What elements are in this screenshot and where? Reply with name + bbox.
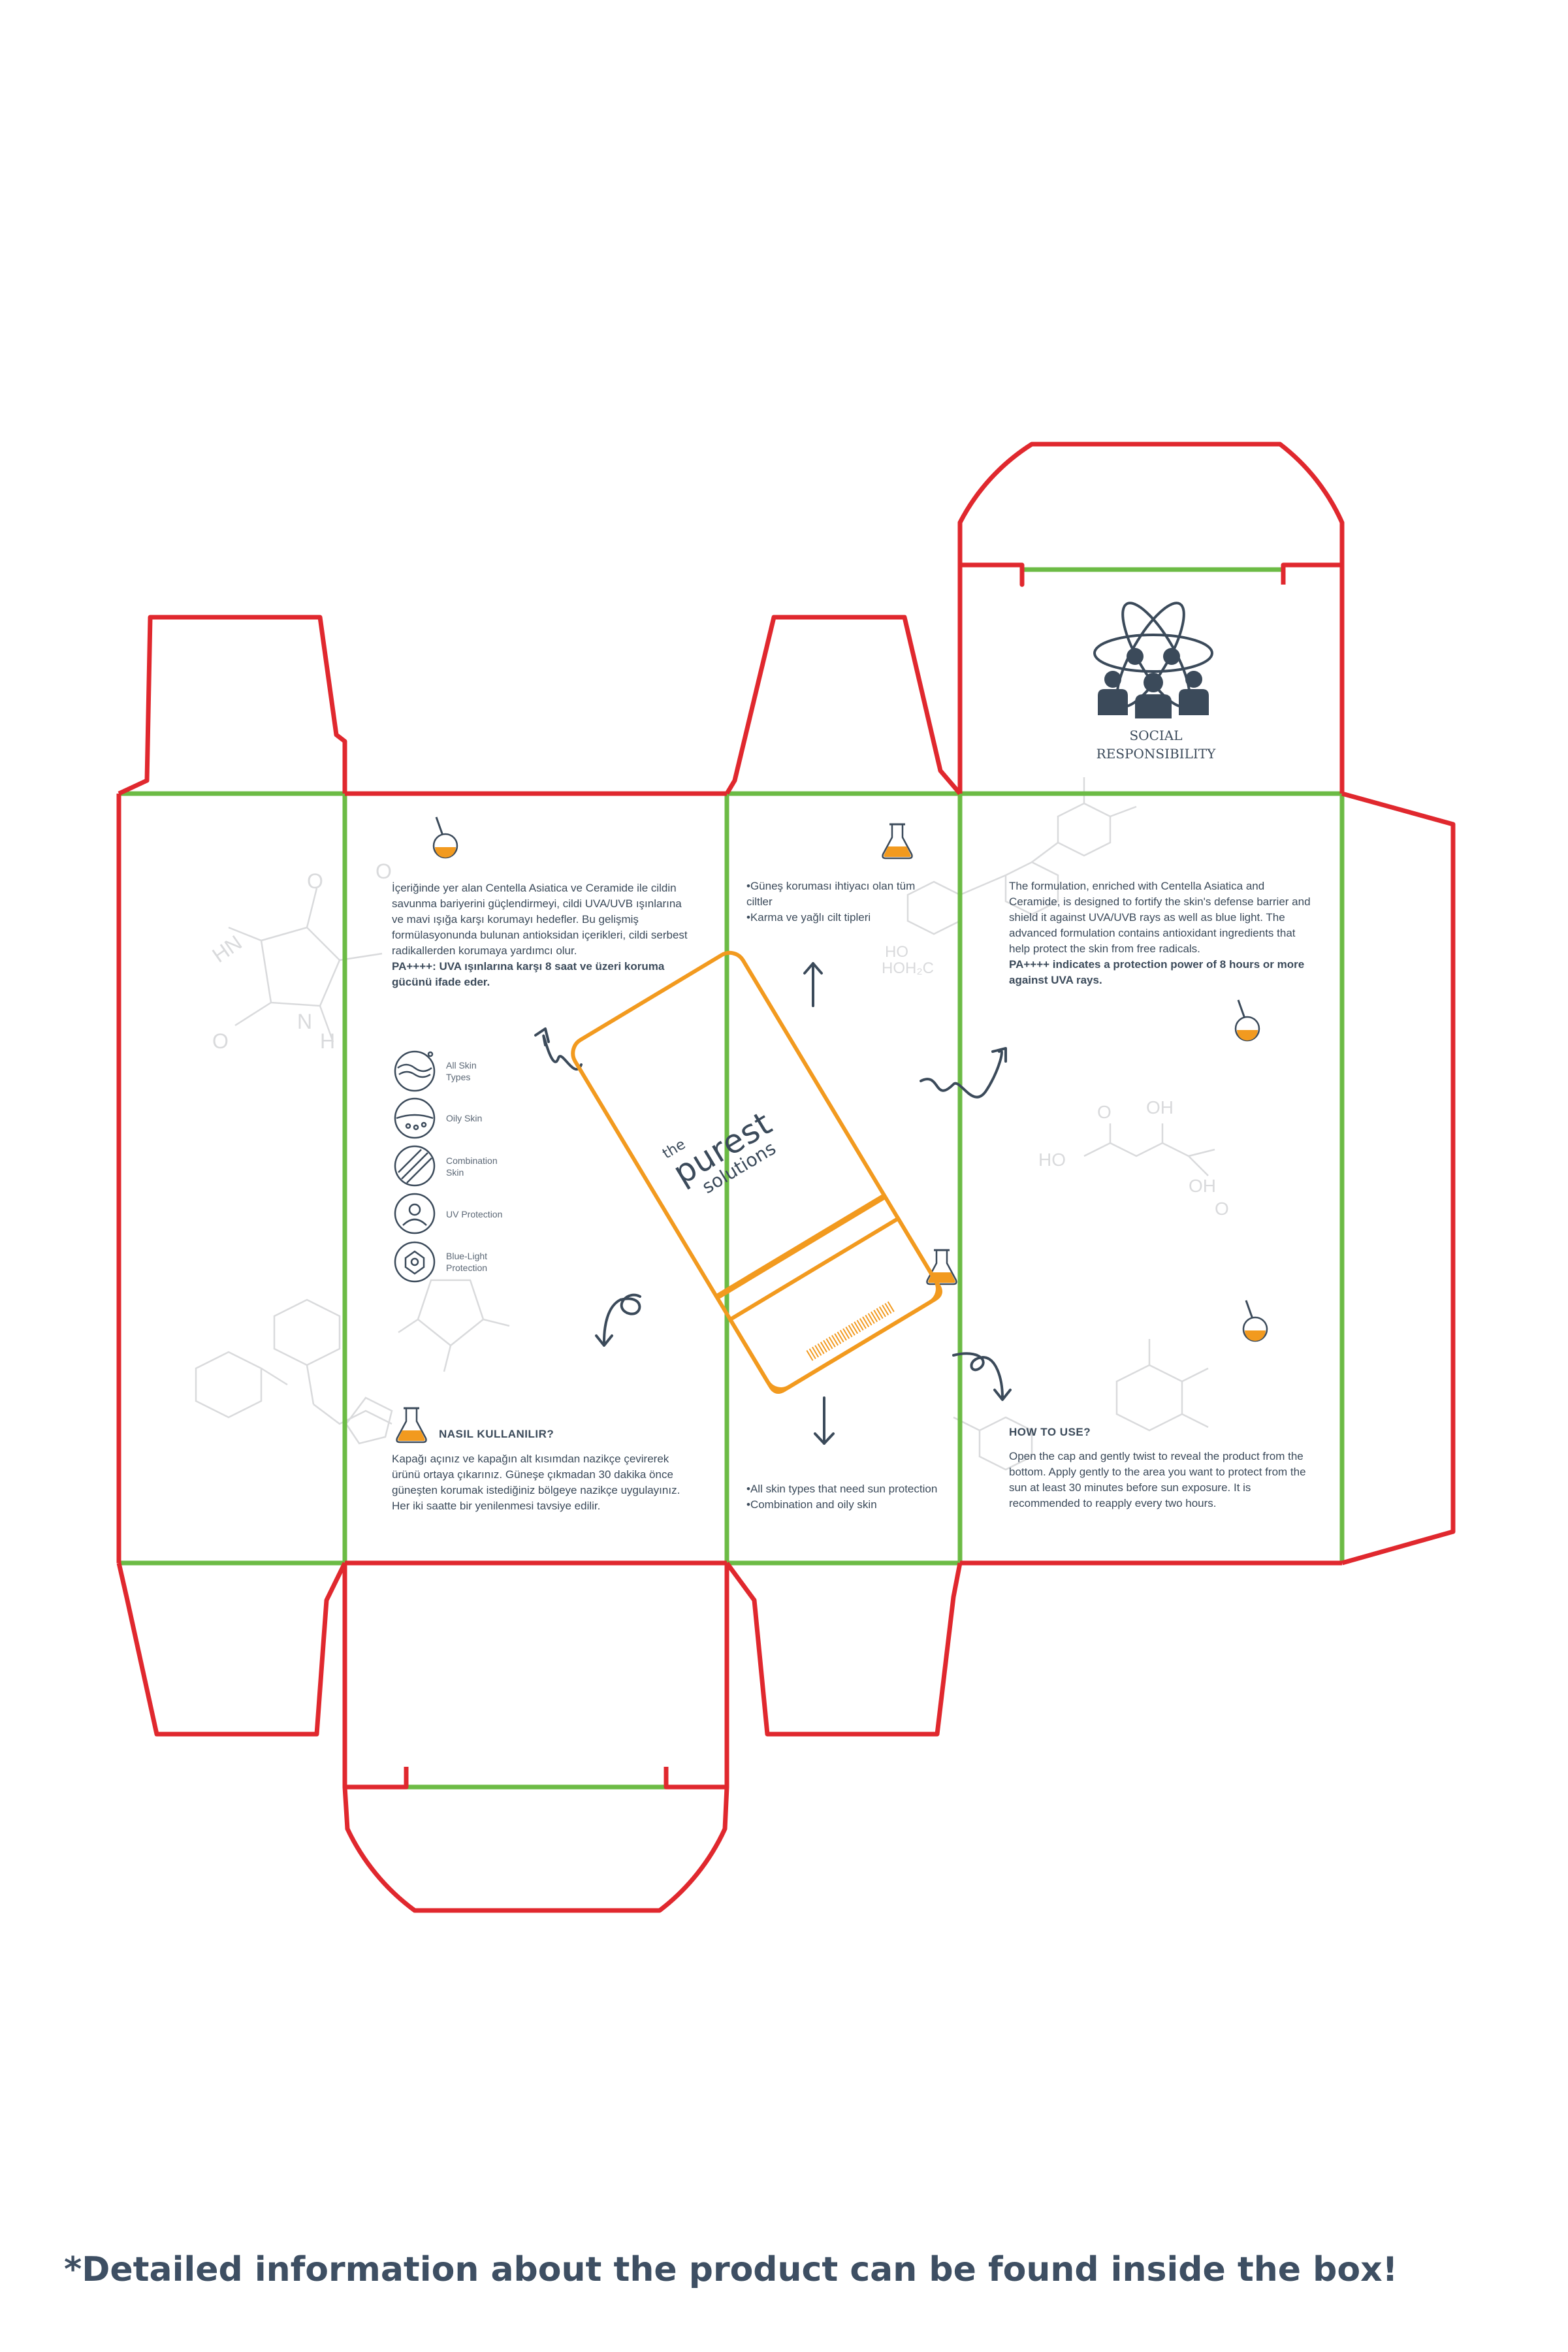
- en-description-bold: PA++++ indicates a protection power of 8…: [1009, 958, 1305, 986]
- molecule-label: OH: [1146, 1097, 1174, 1118]
- molecule-label: HO: [1038, 1150, 1066, 1170]
- molecule-label: H: [320, 1029, 335, 1053]
- decorative-arrows: [534, 962, 1012, 1445]
- skin-type-label: Blue-Light Protection: [446, 1251, 488, 1273]
- all-skin-types-icon: [394, 1050, 436, 1092]
- swirl-arrow-icon: [595, 1293, 641, 1347]
- molecule-label: HN: [208, 931, 246, 967]
- swirl-arrow-icon: [534, 1027, 583, 1071]
- arrow-down-icon: [814, 1396, 835, 1445]
- molecule-label: O: [1215, 1199, 1229, 1219]
- blue-light-protection-icon: [394, 1241, 436, 1283]
- molecule-hydantoin: [228, 888, 383, 1042]
- tr-bullet: •Güneş koruması ihtiyacı olan tüm ciltle…: [746, 880, 916, 908]
- tr-description-bold: PA++++: UVA ışınlarına karşı 8 saat ve ü…: [392, 960, 665, 988]
- tr-bullets: •Güneş koruması ihtiyacı olan tüm ciltle…: [746, 878, 942, 926]
- molecule-label: O: [1097, 1102, 1112, 1122]
- molecule-label: O: [307, 869, 323, 893]
- swirl-arrow-icon: [952, 1352, 1012, 1401]
- skin-type-label: Combination Skin: [446, 1155, 498, 1178]
- flask-icon: [1242, 1299, 1268, 1342]
- molecule-label: HOH₂C: [882, 959, 934, 977]
- en-bullet: •Combination and oily skin: [746, 1498, 877, 1511]
- swirl-arrow-icon: [920, 1047, 1007, 1099]
- product-stick-drawing: [571, 950, 942, 1394]
- molecule-bottom-left: [195, 1279, 510, 1445]
- tr-usage-heading: NASIL KULLANILIR?: [439, 1428, 554, 1440]
- en-usage-body: Open the cap and gently twist to reveal …: [1009, 1450, 1306, 1509]
- atom-people-icon: [1093, 602, 1213, 718]
- skin-type-icons: [394, 1050, 436, 1283]
- en-usage-heading: HOW TO USE?: [1009, 1426, 1091, 1438]
- fold-lines: [119, 567, 1345, 1790]
- en-description-body: The formulation, enriched with Centella …: [1009, 880, 1311, 955]
- flask-icon: [1234, 999, 1260, 1042]
- en-bullets: •All skin types that need sun protection…: [746, 1481, 942, 1513]
- cut-lines: [116, 442, 1456, 1913]
- tr-description: İçeriğinde yer alan Centella Asiatica ve…: [392, 880, 692, 990]
- molecule-label: O: [212, 1029, 229, 1053]
- skin-type-label: UV Protection: [446, 1209, 503, 1219]
- flask-icon: [882, 823, 913, 860]
- skin-type-label: Oily Skin: [446, 1113, 483, 1123]
- en-description: The formulation, enriched with Centella …: [1009, 878, 1316, 988]
- social-line-1: SOCIAL: [1129, 728, 1183, 743]
- flask-icon: [926, 1249, 957, 1285]
- molecule-label: HO: [885, 943, 908, 961]
- molecule-bottom-right: [953, 1339, 1209, 1471]
- uv-protection-icon: [394, 1193, 436, 1234]
- molecule-malic-acid: [1083, 1123, 1215, 1176]
- en-bullet: •All skin types that need sun protection: [746, 1483, 938, 1495]
- arrow-up-icon: [803, 962, 823, 1007]
- skin-type-label: All Skin Types: [446, 1060, 477, 1082]
- flask-icon: [396, 1407, 427, 1443]
- tr-usage-body: Kapağı açınız ve kapağın alt kısımdan na…: [392, 1453, 680, 1512]
- combination-skin-icon: [394, 1145, 436, 1187]
- molecule-label: O: [376, 860, 392, 883]
- tr-bullet: •Karma ve yağlı cilt tipleri: [746, 911, 871, 924]
- flask-icon: [432, 816, 458, 859]
- molecule-label: OH: [1189, 1176, 1216, 1196]
- oily-skin-icon: [394, 1097, 436, 1139]
- molecule-label: N: [297, 1010, 312, 1033]
- social-responsibility-label: SOCIAL RESPONSIBILITY: [1032, 726, 1280, 763]
- social-line-2: RESPONSIBILITY: [1096, 746, 1216, 762]
- footnote: *Detailed information about the product …: [64, 2250, 1398, 2289]
- tr-description-body: İçeriğinde yer alan Centella Asiatica ve…: [392, 882, 688, 957]
